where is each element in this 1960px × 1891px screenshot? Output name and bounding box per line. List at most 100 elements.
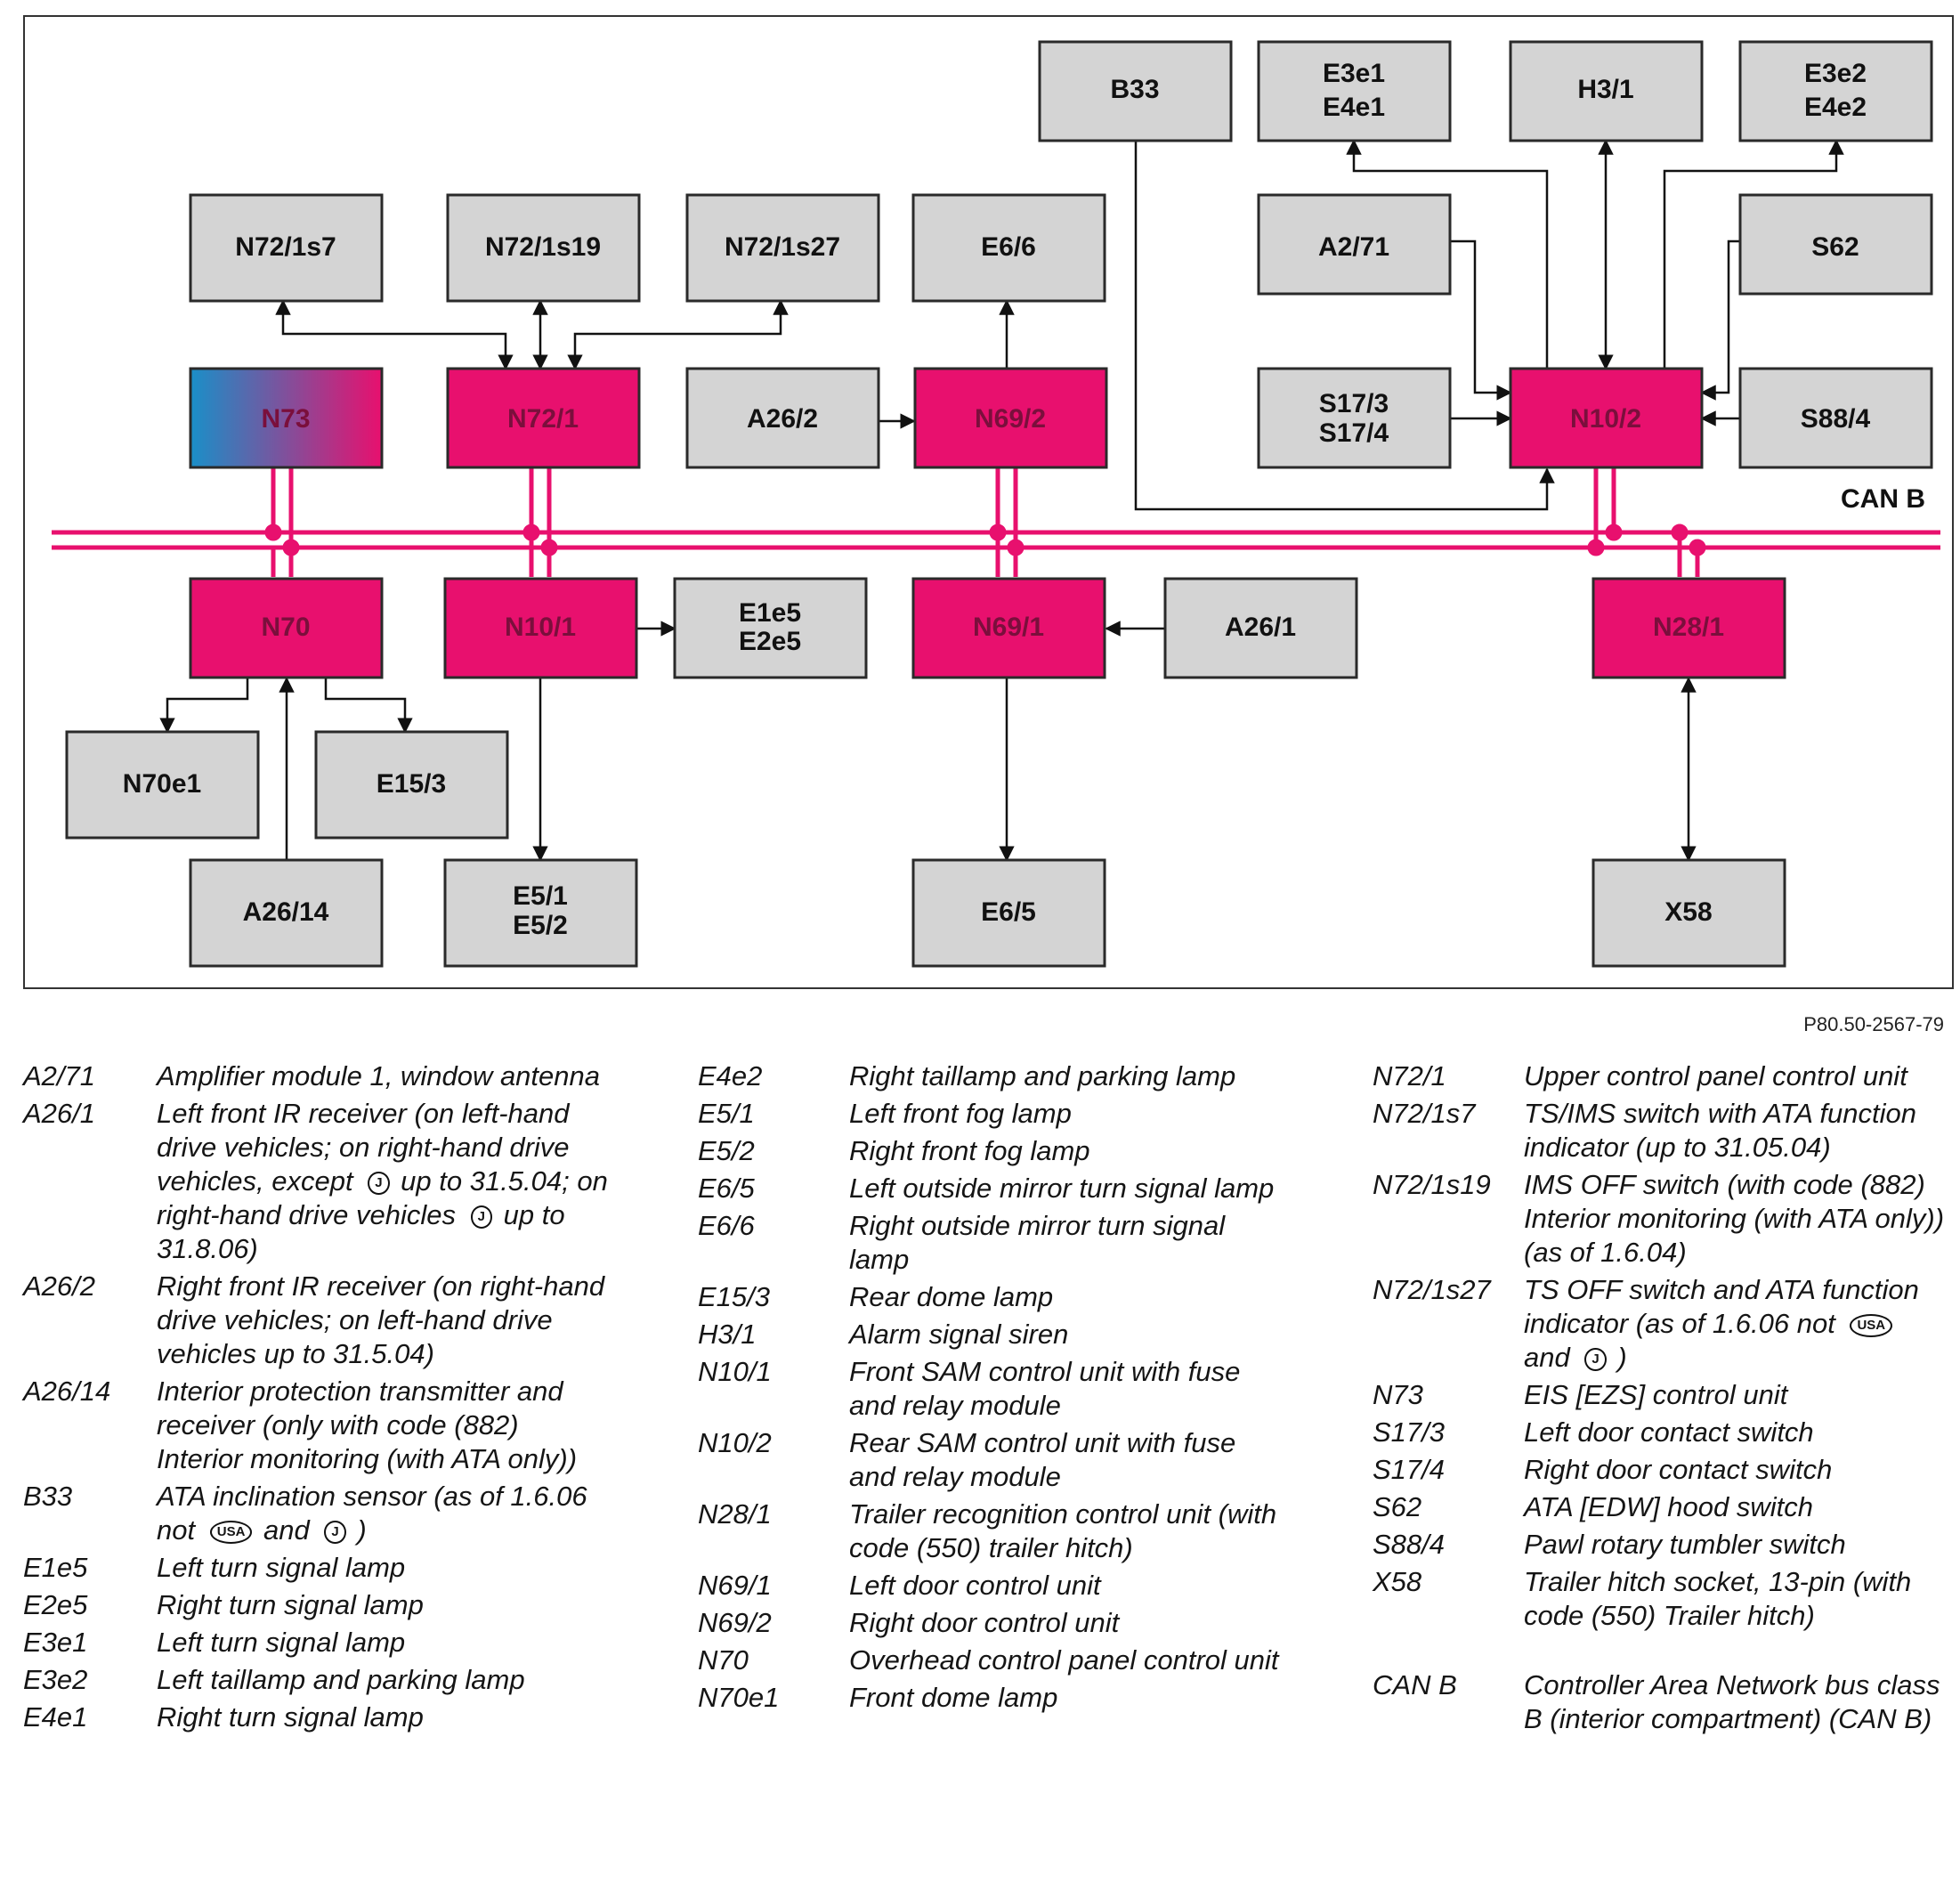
box-h3-1: H3/1: [1509, 40, 1704, 142]
box-s62: S62: [1738, 193, 1933, 296]
box-x58-label: X58: [1664, 897, 1712, 927]
legend-description: Right front fog lamp: [849, 1134, 1285, 1168]
legend-code: E15/3: [698, 1281, 771, 1312]
box-n72-1s7-label: N72/1s7: [235, 232, 336, 262]
box-n72-1s27: N72/1s27: [685, 193, 880, 303]
legend-text: ATA inclination sensor (as of 1.6.06 not: [157, 1481, 587, 1546]
legend-description: Front dome lamp: [849, 1681, 1285, 1715]
box-n70-label: N70: [261, 613, 310, 642]
box-s88-4: S88/4: [1738, 367, 1933, 469]
legend-text: IMS OFF switch (with code (882) Interior…: [1524, 1169, 1945, 1268]
legend-code: S17/4: [1373, 1454, 1446, 1485]
legend-code: N72/1s27: [1373, 1274, 1491, 1305]
box-e3e1-e4e1: E3e1 E4e1: [1257, 40, 1452, 142]
box-e6-5-label: E6/5: [981, 897, 1036, 927]
bus-drops: [264, 467, 1706, 577]
legend-description: Left turn signal lamp: [157, 1551, 611, 1585]
box-e4e1-label: E4e1: [1323, 93, 1385, 122]
legend-text: Left door contact switch: [1524, 1416, 1814, 1448]
legend-description: Right turn signal lamp: [157, 1588, 611, 1622]
box-n73-label: N73: [261, 404, 310, 434]
box-n28-1: N28/1: [1591, 577, 1786, 679]
legend-description: Left turn signal lamp: [157, 1626, 611, 1660]
legend-description: Left door contact switch: [1524, 1416, 1951, 1449]
box-b33-label: B33: [1110, 75, 1159, 104]
legend-code: N28/1: [698, 1498, 772, 1530]
legend-code: N69/2: [698, 1607, 772, 1638]
box-n70: N70: [189, 577, 384, 679]
legend-code: E5/1: [698, 1098, 755, 1129]
box-e6-6-label: E6/6: [981, 232, 1036, 262]
legend-entry: N28/1 Trailer recognition control unit (w…: [698, 1497, 1285, 1565]
box-n28-1-label: N28/1: [1653, 613, 1724, 642]
legend-description: Left front IR receiver (on left-hand dri…: [157, 1097, 611, 1266]
box-a2-71-label: A2/71: [1318, 232, 1389, 262]
box-n69-1: N69/1: [911, 577, 1106, 679]
legend-code: N73: [1373, 1379, 1423, 1410]
box-n10-2: N10/2: [1509, 367, 1704, 469]
legend-description: Right door contact switch: [1524, 1453, 1951, 1487]
legend-text: and: [263, 1514, 310, 1546]
legend-entry: E15/3 Rear dome lamp: [698, 1280, 1285, 1314]
legend-code: B33: [23, 1481, 73, 1512]
legend-code: S88/4: [1373, 1529, 1446, 1560]
legend-code: E3e1: [23, 1627, 88, 1658]
box-a26-2: A26/2: [685, 367, 880, 469]
legend-text: Trailer recognition control unit (with c…: [849, 1498, 1277, 1563]
box-h3-1-label: H3/1: [1577, 75, 1633, 104]
box-a26-2-label: A26/2: [747, 404, 818, 434]
japan-badge-icon: J: [1584, 1347, 1607, 1371]
legend-text: up to 31.5.04; on right-hand drive vehic…: [157, 1165, 608, 1230]
diagram-frame: [23, 15, 1954, 989]
legend-text: Left outside mirror turn signal lamp: [849, 1173, 1275, 1204]
legend-code: E2e5: [23, 1589, 88, 1620]
legend-entry: N69/2 Right door control unit: [698, 1606, 1285, 1640]
legend-text: Right door control unit: [849, 1607, 1120, 1638]
legend-code: E6/5: [698, 1173, 755, 1204]
box-s62-label: S62: [1811, 232, 1859, 262]
japan-badge-icon: J: [368, 1171, 390, 1195]
legend-description: Right front IR receiver (on right-hand d…: [157, 1270, 611, 1371]
legend-text: Rear dome lamp: [849, 1281, 1054, 1312]
legend-text: Right taillamp and parking lamp: [849, 1060, 1236, 1092]
legend-text: Left front IR receiver (on left-hand dri…: [157, 1098, 570, 1197]
box-e4e2-label: E4e2: [1804, 93, 1867, 122]
legend-description: Left outside mirror turn signal lamp: [849, 1172, 1285, 1205]
box-n70e1-label: N70e1: [123, 769, 201, 799]
legend-text: Left turn signal lamp: [157, 1627, 406, 1658]
legend-description: TS/IMS switch with ATA function indicato…: [1524, 1097, 1951, 1165]
legend-code: A2/71: [23, 1060, 96, 1092]
legend-text: Right turn signal lamp: [157, 1589, 424, 1620]
legend-entry: E2e5 Right turn signal lamp: [23, 1588, 611, 1622]
legend-code: E3e2: [23, 1664, 88, 1695]
box-e5-2-label: E5/2: [513, 911, 568, 940]
box-a26-14-label: A26/14: [243, 897, 329, 927]
legend-text: Left taillamp and parking lamp: [157, 1664, 525, 1695]
legend-code: H3/1: [698, 1319, 757, 1350]
legend-description: Amplifier module 1, window antenna: [157, 1059, 611, 1093]
legend-description: Right taillamp and parking lamp: [849, 1059, 1285, 1093]
legend-code: N72/1s7: [1373, 1098, 1476, 1129]
legend-description: Overhead control panel control unit: [849, 1643, 1285, 1677]
legend-code: E5/2: [698, 1135, 755, 1166]
legend-code: N10/2: [698, 1427, 772, 1458]
legend-description: TS OFF switch and ATA function indicator…: [1524, 1273, 1951, 1375]
legend-text: Controller Area Network bus class B (int…: [1524, 1669, 1940, 1734]
legend-description: ATA [EDW] hood switch: [1524, 1490, 1951, 1524]
box-s17-3-s17-4: S17/3 S17/4: [1257, 367, 1452, 469]
legend-code: E4e2: [698, 1060, 763, 1092]
